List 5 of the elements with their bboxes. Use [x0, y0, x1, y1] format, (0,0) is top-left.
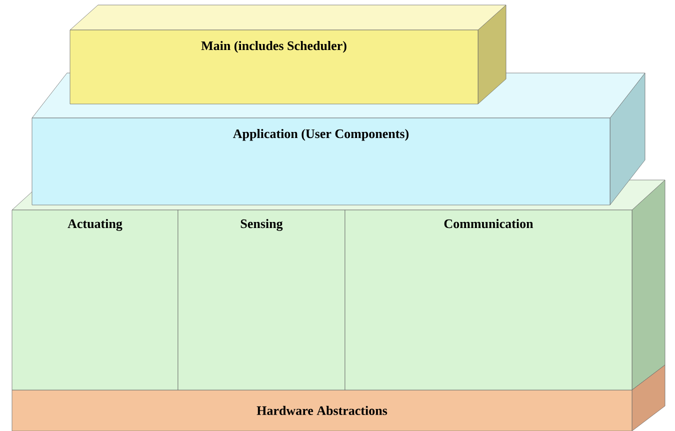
layer-block: Actuating [12, 210, 178, 390]
layer-block: Communication [344, 210, 632, 390]
layer-block: Hardware Abstractions [12, 364, 666, 431]
layer-block: Main (includes Scheduler) [70, 4, 506, 104]
layer-block: Sensing [178, 210, 346, 390]
